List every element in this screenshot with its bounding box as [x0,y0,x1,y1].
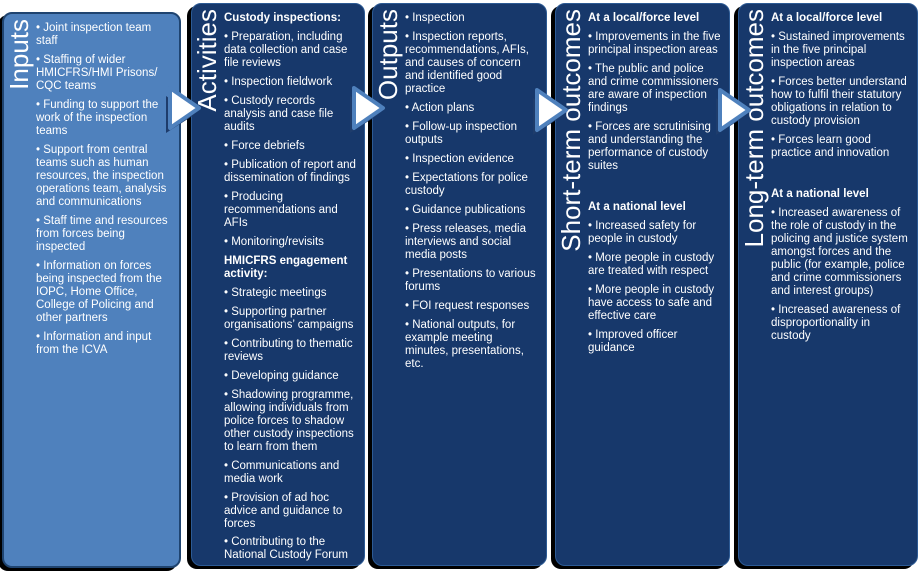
bullet-item: • Presentations to various forums [405,267,536,293]
bullet-item: • Improved officer guidance [588,328,678,354]
bullet-item: • Information and input from the ICVA [36,330,152,356]
section-heading: At a local/force level [588,12,700,24]
column-short-term-outcomes: Short-term outcomes At a local/force lev… [555,3,730,566]
bullet-item: • Inspection evidence [405,152,514,165]
bullet-item: • Guidance publications [405,203,526,216]
flow-arrow-short-term-to-long-term [716,88,751,135]
bullet-item: • Custody records analysis and case file… [224,94,334,133]
bullet-item: • Preparation, including data collection… [224,30,348,69]
bullet-item: • Strategic meetings [224,286,327,299]
column-body-outputs: • Inspection • Inspection reports, recomm… [403,4,546,565]
column-body-short-term-outcomes: At a local/force level • Improvements in … [586,4,729,565]
bullet-item: • Sustained improvements in the five pri… [771,30,905,69]
section-heading: HMICFRS engagement activity: [224,254,348,280]
bullet-item: • Producing recommendations and AFIs [224,190,338,229]
bullet-item: • National outputs, for example meeting … [405,318,524,370]
flow-arrow-activities-to-outputs [350,86,385,133]
bullet-item: • Increased awareness of the role of cus… [771,206,908,297]
bullet-item: • Force debriefs [224,139,305,152]
bullet-item: • Information on forces being inspected … [36,259,162,324]
bullet-item: • Forces learn good practice and innovat… [771,133,890,159]
column-label-inputs: Inputs [4,19,34,90]
flow-arrow-inputs-to-activities [166,86,201,133]
column-activities: Activities Custody inspections:• Prepara… [191,3,365,566]
column-outputs: Outputs • Inspection• Inspection reports… [372,3,547,566]
bullet-item: • Press releases, media interviews and s… [405,222,526,261]
section-heading: Custody inspections: [224,12,341,24]
bullet-item: • Funding to support the work of the ins… [36,98,159,137]
bullet-item: • Increased awareness of disproportional… [771,303,901,342]
column-body-activities: Custody inspections: • Preparation, inclu… [222,4,364,565]
bullet-item: • Provision of ad hoc advice and guidanc… [224,491,343,530]
column-body-inputs: • Joint inspection team staff • Staffing … [34,14,179,566]
bullet-item: • FOI request responses [405,299,530,312]
column-label-strip: Inputs [4,14,34,566]
bullet-item: • Increased safety for people in custody [588,219,697,245]
section-spacer [771,166,909,188]
bullet-item: • Expectations for police custody [405,171,528,197]
bullet-item: • Publication of report and disseminatio… [224,158,356,184]
bullet-item: • Staff time and resources from forces b… [36,214,168,253]
bullet-item: • Improvements in the five principal ins… [588,30,721,56]
section-heading: At a national level [771,187,869,200]
bullet-item: • Staffing of wider HMICFRS/HMI Prisons/… [36,53,158,92]
section-heading: At a national level [588,200,686,213]
column-long-term-outcomes: Long-term outcomes At a local/force leve… [738,3,918,566]
bullet-item: • Supporting partner organisations’ camp… [224,305,354,331]
bullet-item: • Contributing to the National Custody F… [224,536,348,562]
bullet-item: • Action plans [405,101,475,114]
column-body-long-term-outcomes: At a local/force level • Sustained improv… [769,4,917,565]
bullet-item: • Support from central teams such as hum… [36,143,167,208]
section-heading: At a local/force level [771,12,883,24]
bullet-item: • Shadowing programme, allowing individu… [224,388,354,453]
bullet-item: • The public and police and crime commis… [588,62,719,114]
bullet-item: • Communications and media work [224,459,340,485]
bullet-item: • More people in custody have access to … [588,283,715,322]
bullet-item: • Contributing to thematic reviews [224,337,353,363]
column-inputs: Inputs • Joint inspection team staff • St… [2,12,181,568]
bullet-item: • Inspection fieldwork [224,75,333,88]
section-spacer [588,179,721,201]
bullet-item: • Developing guidance [224,369,339,382]
bullet-item: • Inspection [405,12,465,24]
bullet-item: • More people in custody are treated wit… [588,251,715,277]
bullet-item: • Joint inspection team staff [36,22,152,47]
bullet-item: • Follow-up inspection outputs [405,120,518,146]
bullet-item: • Forces are scrutinising and understand… [588,120,711,172]
bullet-item: • Inspection reports, recommendations, A… [405,30,529,95]
bullet-item: • Monitoring/revisits [224,235,324,248]
bullet-item: • Forces better understand how to fulfil… [771,75,907,127]
flow-arrow-outputs-to-short-term [533,88,568,135]
